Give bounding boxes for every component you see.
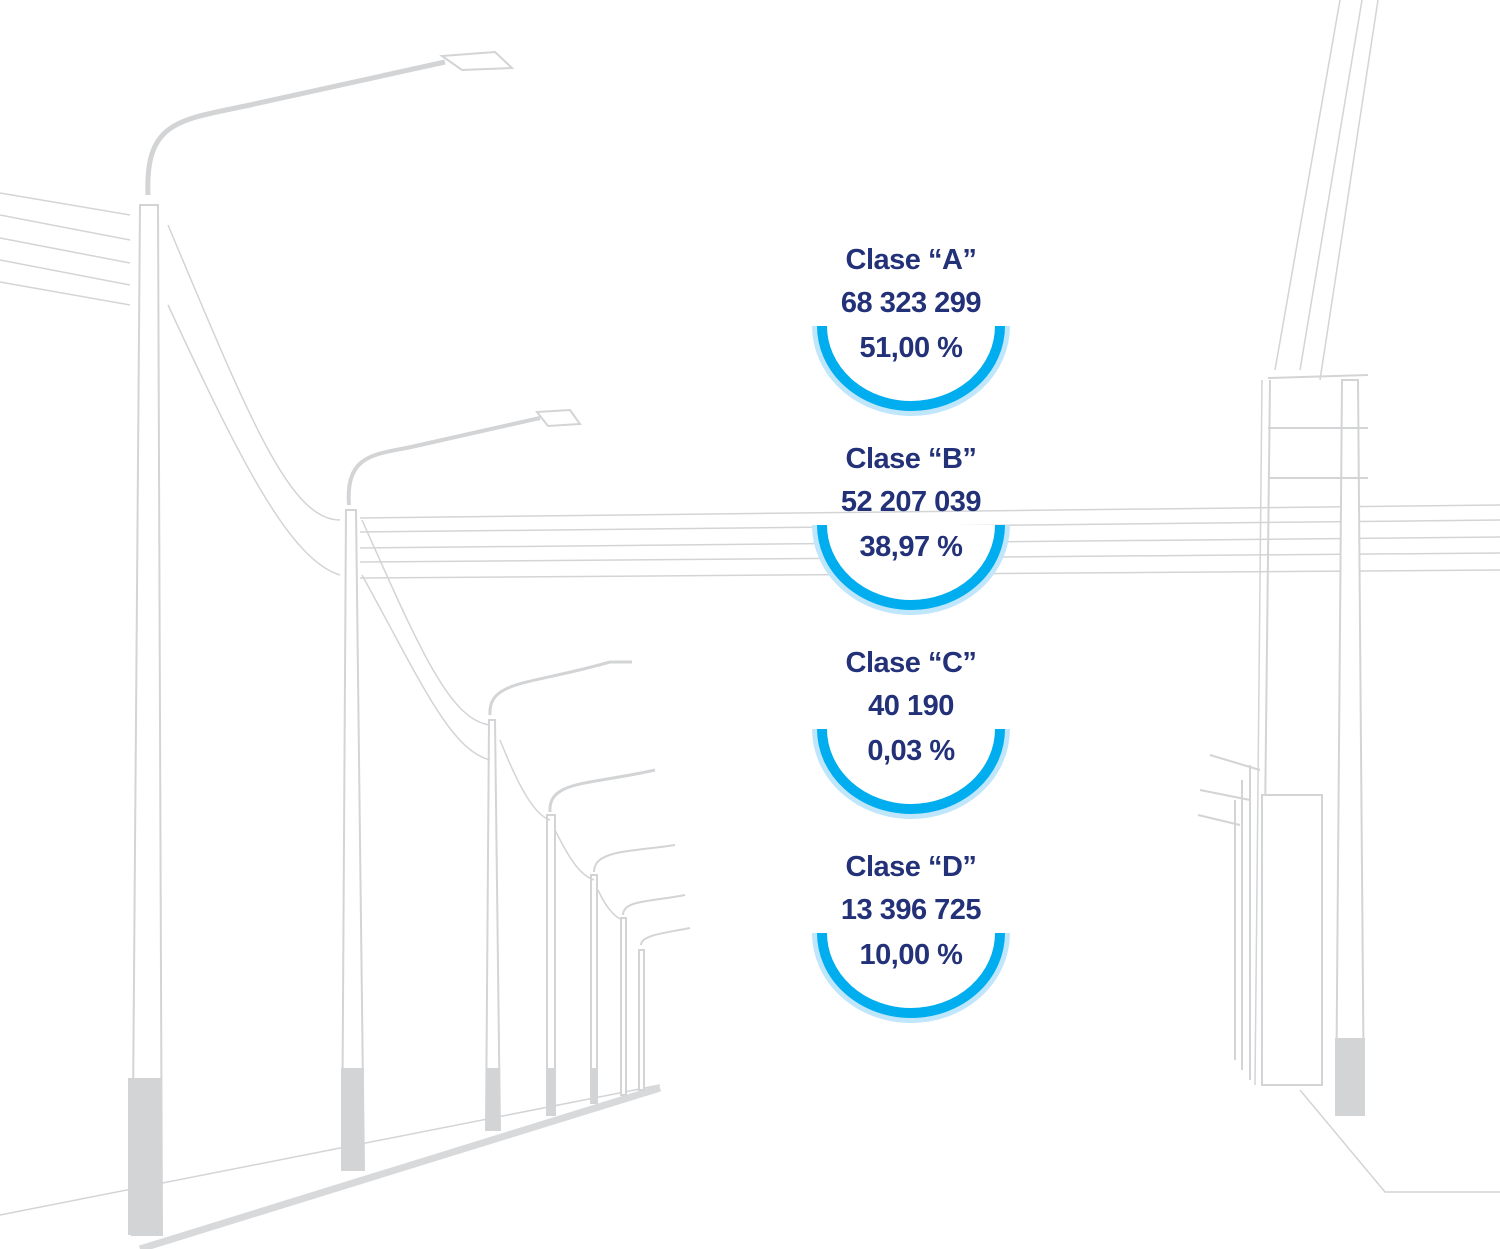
street-light-pole (546, 768, 691, 1116)
street-light-pole (340, 408, 582, 1171)
half-ring-badge (812, 525, 1010, 615)
class-count: 13 396 725 (840, 894, 982, 926)
class-percent: 10,00 % (859, 939, 963, 971)
class-percent: 38,97 % (859, 531, 963, 563)
class-count: 52 207 039 (840, 486, 982, 518)
class-title: Clase “D” (845, 851, 977, 883)
half-ring-badge (812, 933, 1010, 1023)
half-ring-badge (812, 729, 1010, 819)
class-count: 40 190 (868, 690, 954, 722)
street-light-pole (484, 660, 632, 1131)
class-percent: 0,03 % (867, 735, 955, 767)
class-percent: 51,00 % (859, 332, 963, 364)
class-count: 68 323 299 (840, 287, 982, 319)
class-title: Clase “A” (845, 244, 977, 276)
transformer-pole (1197, 0, 1379, 1116)
half-ring-badge (812, 326, 1010, 416)
class-title: Clase “C” (845, 647, 977, 679)
street-light-pole (128, 50, 515, 1236)
class-title: Clase “B” (845, 443, 977, 475)
